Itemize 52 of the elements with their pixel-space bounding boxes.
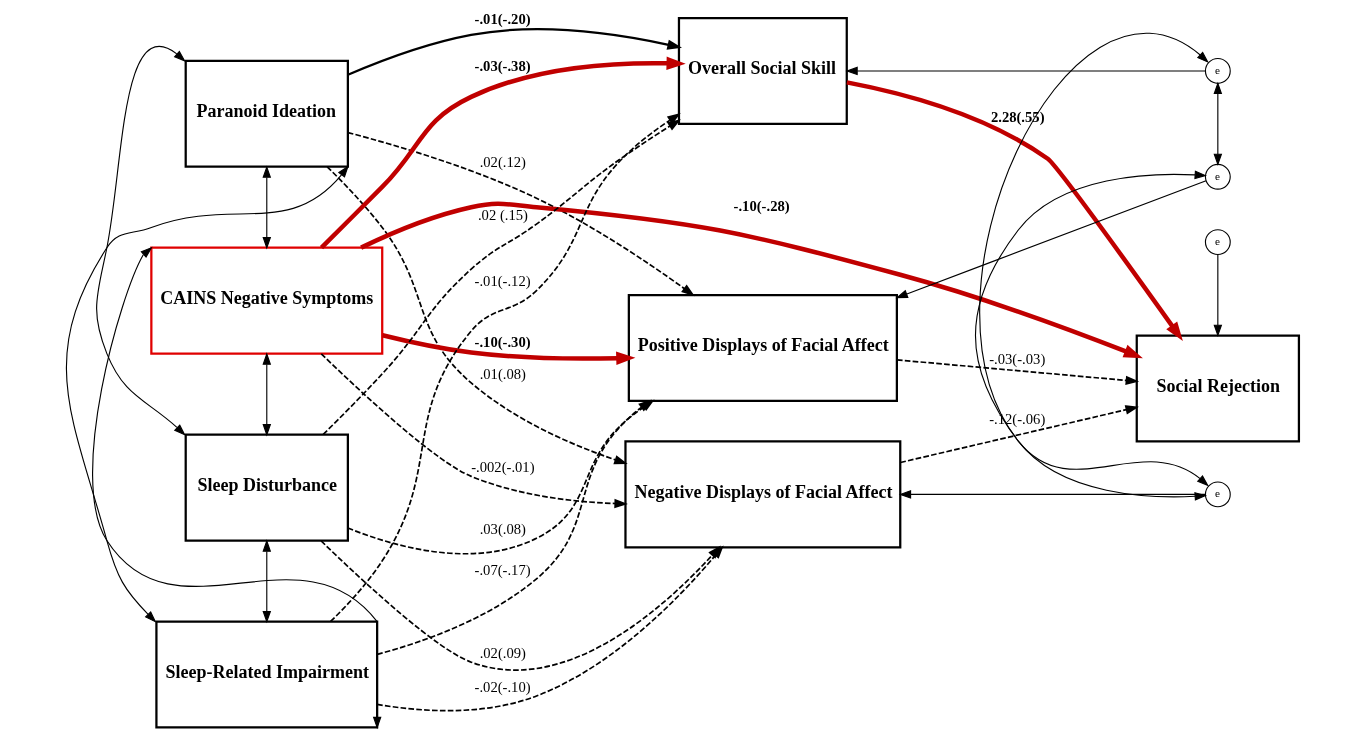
arrow bbox=[262, 164, 272, 249]
arrow bbox=[262, 351, 272, 436]
node-circle: e bbox=[1204, 228, 1231, 255]
edge-label: -.02(-.10) bbox=[474, 678, 531, 695]
arrow bbox=[329, 112, 681, 622]
node-box: Social Rejection bbox=[1135, 333, 1301, 443]
node-circle: e bbox=[1204, 480, 1231, 507]
edge-label: .03(.08) bbox=[479, 520, 526, 537]
edge-label: -.01(-.20) bbox=[474, 10, 531, 27]
arrow bbox=[382, 332, 636, 365]
arrow bbox=[347, 27, 682, 76]
arrow bbox=[1213, 81, 1223, 166]
edge-label: .02 (.15) bbox=[477, 206, 528, 223]
edge-label: .01(.08) bbox=[479, 365, 526, 382]
arrow bbox=[895, 179, 1207, 298]
arrow bbox=[92, 246, 382, 729]
arrow bbox=[899, 404, 1139, 463]
edge-label: .02(.12) bbox=[479, 153, 526, 170]
arrow bbox=[326, 165, 628, 464]
arrow bbox=[96, 45, 186, 436]
arrow bbox=[360, 201, 1143, 358]
node-box: CAINS Negative Symptoms bbox=[150, 246, 384, 355]
edge-label: -.03(-.38) bbox=[474, 57, 531, 74]
arrow bbox=[974, 170, 1207, 501]
arrow bbox=[845, 66, 1206, 75]
node-box: Sleep Disturbance bbox=[184, 433, 349, 542]
edge-label: -.10(-.30) bbox=[474, 333, 531, 350]
arrow bbox=[898, 489, 1206, 499]
node-box: Overall Social Skill bbox=[677, 16, 848, 125]
arrow bbox=[376, 399, 652, 655]
node-circle: e bbox=[1204, 163, 1231, 190]
arrow bbox=[65, 164, 349, 623]
arrow bbox=[320, 352, 628, 508]
edge-label: -.002(-.01) bbox=[471, 458, 535, 475]
edge-label: -.07(-.17) bbox=[474, 561, 531, 578]
node-box: Paranoid Ideation bbox=[184, 59, 349, 168]
arrow bbox=[1213, 253, 1223, 337]
arrow bbox=[347, 131, 695, 296]
arrow bbox=[896, 358, 1140, 385]
arrow bbox=[979, 33, 1209, 486]
edge-label: -.03(-.03) bbox=[989, 350, 1046, 367]
arrow bbox=[846, 79, 1183, 341]
arrow bbox=[319, 56, 686, 249]
arrow bbox=[262, 538, 272, 623]
arrow bbox=[322, 118, 681, 435]
node-box: Positive Displays of Facial Affect bbox=[627, 293, 898, 402]
node-box: Sleep-Related Impairment bbox=[155, 620, 379, 729]
edge-label: .02(.09) bbox=[479, 644, 526, 661]
edge-label: -.01(-.12) bbox=[474, 272, 531, 289]
node-box: Negative Displays of Facial Affect bbox=[624, 439, 902, 548]
node-circle: e bbox=[1204, 57, 1231, 84]
edge-label: -.10(-.28) bbox=[733, 197, 790, 214]
